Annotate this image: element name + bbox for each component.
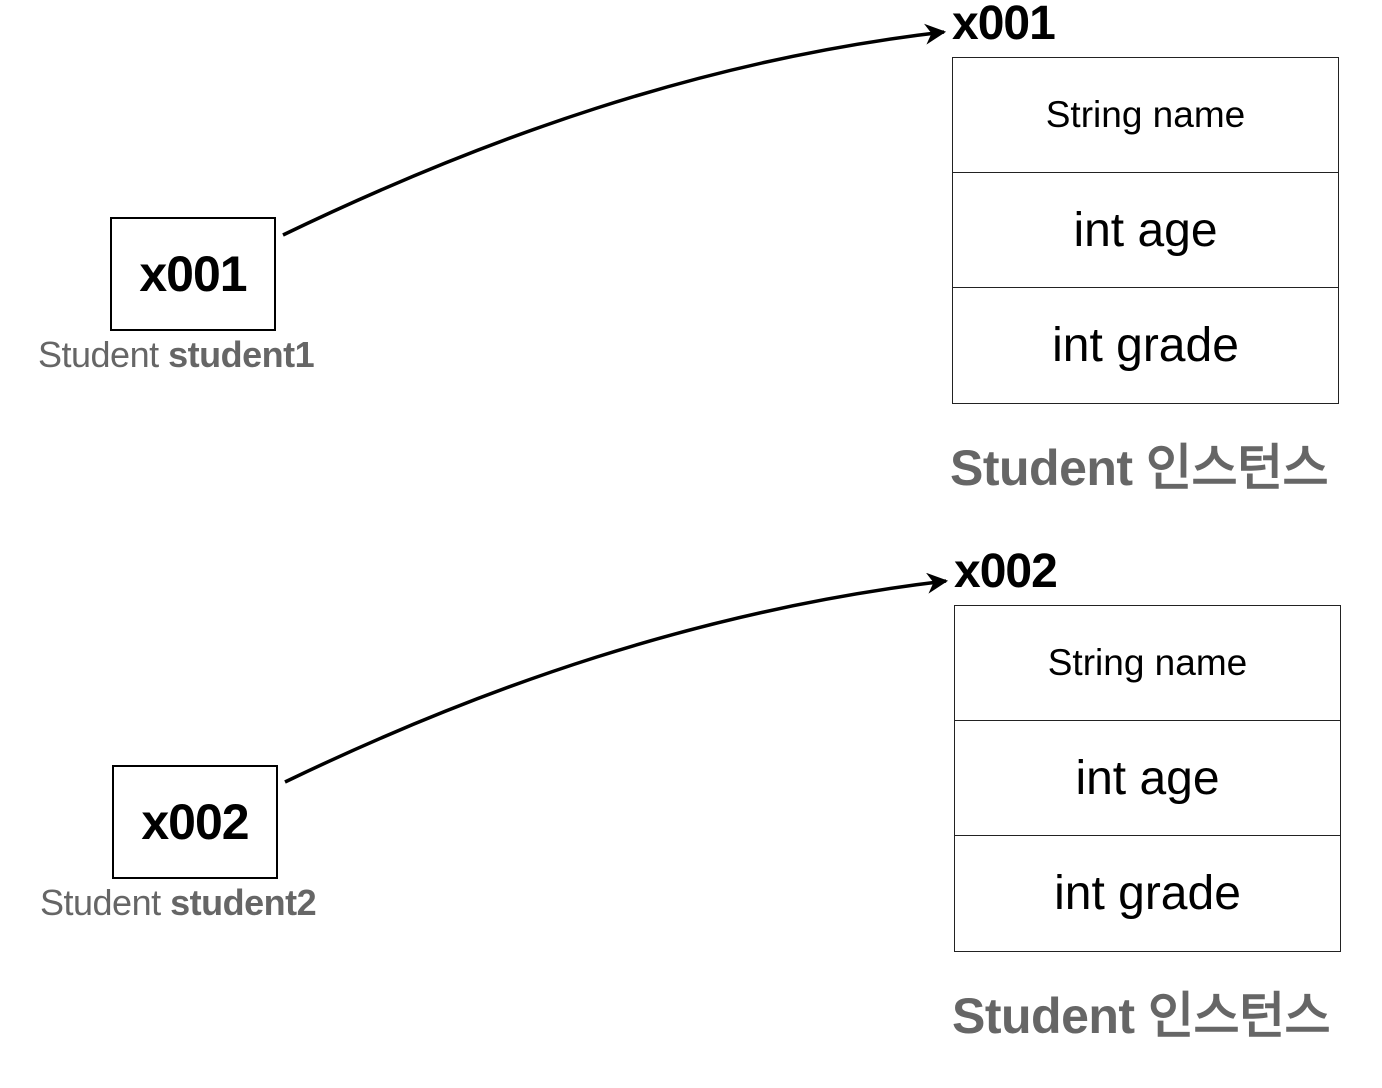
- variable-name: student2: [170, 882, 317, 923]
- field-age: int age: [953, 173, 1338, 288]
- field-grade: int grade: [1054, 867, 1241, 920]
- reference-arrow: [284, 572, 949, 784]
- reference-value: x002: [141, 794, 249, 850]
- student1-reference-group: x001 Student student1 x001 String name i…: [0, 0, 1382, 540]
- instance-address: x001: [952, 0, 1056, 50]
- instance-box: String name int age int grade: [952, 57, 1339, 404]
- field-grade: int grade: [1052, 319, 1239, 372]
- reference-arrow: [282, 23, 947, 237]
- reference-value: x001: [139, 246, 247, 302]
- variable-label: Student student2: [40, 882, 370, 924]
- instance-label: Student 인스턴스: [950, 440, 1328, 496]
- reference-value-box: x001: [110, 217, 276, 331]
- instance-label: Student 인스턴스: [952, 988, 1330, 1044]
- variable-label: Student student1: [38, 334, 368, 376]
- instance-address: x002: [954, 545, 1058, 598]
- field-age: int age: [955, 721, 1340, 836]
- student2-reference-group: x002 Student student2 x002 String name i…: [0, 545, 1382, 1088]
- reference-value-box: x002: [112, 765, 278, 879]
- field-name: String name: [953, 58, 1338, 173]
- variable-name: student1: [168, 334, 315, 375]
- variable-type: Student: [40, 882, 161, 923]
- instance-box: String name int age int grade: [954, 605, 1341, 952]
- field-name: String name: [955, 606, 1340, 721]
- variable-type: Student: [38, 334, 159, 375]
